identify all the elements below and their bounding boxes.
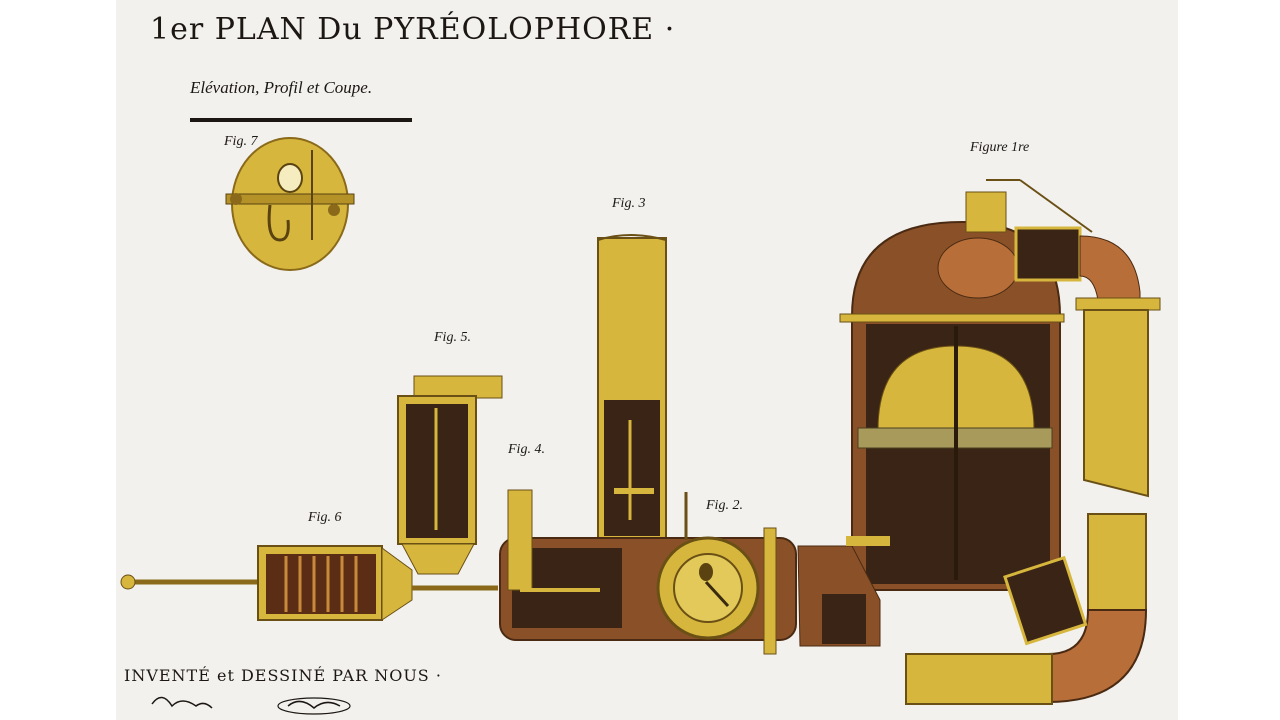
footer-inscription: INVENTÉ et DESSINÉ PAR NOUS ·	[124, 666, 442, 685]
label-fig6: Fig. 6	[308, 510, 342, 525]
fig6-piston	[120, 545, 498, 621]
plan-subtitle: Elévation, Profil et Coupe.	[190, 78, 373, 97]
signature-marks	[151, 696, 351, 715]
fig1-boiler	[797, 179, 1161, 647]
fig3-chimney	[597, 234, 667, 539]
label-fig2: Fig. 2.	[706, 498, 743, 513]
label-fig3: Fig. 3	[612, 196, 646, 211]
plan-title: 1er PLAN Du PYRÉOLOPHORE ·	[150, 12, 676, 47]
fig7-disc	[225, 137, 355, 271]
label-fig5: Fig. 5.	[434, 330, 471, 345]
label-fig1: Figure 1re	[970, 140, 1030, 155]
label-fig4: Fig. 4.	[508, 442, 545, 457]
fig5-chamber	[397, 375, 503, 575]
title-underline	[190, 118, 412, 122]
label-fig7: Fig. 7	[224, 134, 258, 149]
fig1-elbow-pipe	[905, 513, 1148, 705]
fig2-vessel	[499, 489, 797, 655]
